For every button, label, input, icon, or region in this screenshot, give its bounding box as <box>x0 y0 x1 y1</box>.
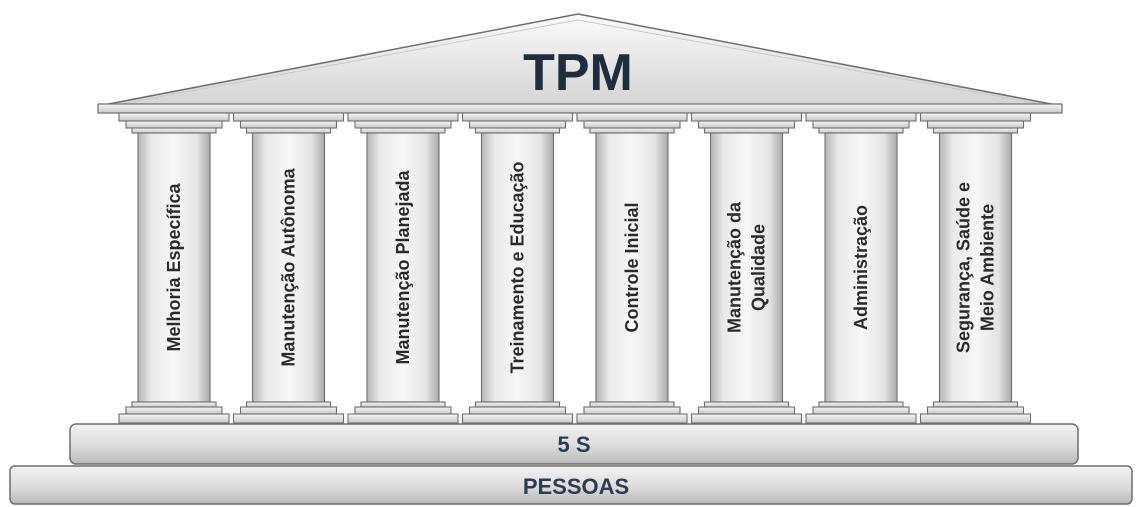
pillar-capital-neck <box>474 127 561 134</box>
pillar-label: Treinamento e Educação <box>508 161 528 373</box>
pillar-base-bottom <box>118 413 230 424</box>
pillar-capital-top <box>461 112 574 122</box>
pillar-base-mid <box>239 406 338 415</box>
pillar-shaft <box>366 132 440 403</box>
pillar-base-mid <box>812 406 910 415</box>
pillar-label-line: Treinamento e Educação <box>508 161 528 373</box>
pillar-capital-mid <box>812 120 910 129</box>
pillar-3: Manutenção Planejada <box>347 112 459 424</box>
pillar-shaft <box>137 132 211 403</box>
pillar-shaft <box>824 132 898 403</box>
pillar-base-neck <box>932 401 1019 408</box>
pillar-capital-top <box>347 112 459 122</box>
pillar-label: Manutenção Autônoma <box>279 167 299 366</box>
pillar-capital-neck <box>360 127 446 134</box>
pillar-capital-neck <box>818 127 904 134</box>
pillar-base-bottom <box>347 413 459 424</box>
pillar-base-neck <box>818 401 904 408</box>
pillar-capital-neck <box>703 127 790 134</box>
pillar-capital-mid <box>926 120 1025 129</box>
pillar-capital-mid <box>239 120 338 129</box>
pillar-label-line: Qualidade <box>749 224 769 311</box>
pillar-capital-top <box>805 112 917 122</box>
pillar-capital-mid <box>468 120 567 129</box>
pillar-base-neck <box>474 401 561 408</box>
roof-beam <box>97 103 1063 114</box>
pillar-base-bottom <box>576 413 688 424</box>
roof: TPM <box>97 13 1063 114</box>
pillar-base-mid <box>926 406 1025 415</box>
pillar-base-bottom <box>690 413 803 424</box>
step-5s <box>69 423 1079 465</box>
pillar-shaft <box>709 132 784 403</box>
pillar-shaft <box>480 132 555 403</box>
pillar-capital-top <box>232 112 345 122</box>
pillar-base-mid <box>583 406 681 415</box>
pillar-base-neck <box>589 401 675 408</box>
pillar-label-line: Segurança, Saúde e <box>954 182 974 353</box>
pillar-capital-mid <box>583 120 681 129</box>
pillar-capital-top <box>690 112 803 122</box>
step-pessoas <box>9 465 1133 505</box>
pillar-shaft <box>938 132 1013 403</box>
pillar-4: Treinamento e Educação <box>461 112 574 424</box>
pillar-label-line: Manutenção Planejada <box>393 169 413 364</box>
pillar-label: Manutenção Planejada <box>393 169 413 364</box>
pillar-base-neck <box>360 401 446 408</box>
pillar-capital-neck <box>932 127 1019 134</box>
pillar-base-bottom <box>461 413 574 424</box>
pillar-base-neck <box>131 401 217 408</box>
pillar-capital-top <box>919 112 1032 122</box>
pillar-capital-mid <box>354 120 452 129</box>
pillar-7: Administração <box>805 112 917 424</box>
pillar-base-mid <box>468 406 567 415</box>
pillars: Melhoria Específica Manutenção Autônoma Ma… <box>118 112 1032 424</box>
pillar-capital-neck <box>131 127 217 134</box>
pillar-capital-mid <box>697 120 796 129</box>
pillar-base-mid <box>354 406 452 415</box>
pillar-label-line: Meio Ambiente <box>978 204 998 331</box>
pillar-capital-neck <box>245 127 332 134</box>
pillar-capital-mid <box>125 120 223 129</box>
pillar-label-line: Administração <box>851 205 871 330</box>
pillar-label: Administração <box>851 205 871 330</box>
pillar-label-line: Manutenção Autônoma <box>279 167 299 366</box>
pillar-1: Melhoria Específica <box>118 112 230 424</box>
pillar-label-line: Melhoria Específica <box>164 182 184 351</box>
pillar-capital-top <box>118 112 230 122</box>
step-5s-label: 5 S <box>557 432 590 457</box>
pillar-2: Manutenção Autônoma <box>232 112 345 424</box>
pillar-base-mid <box>125 406 223 415</box>
pillar-base-bottom <box>919 413 1032 424</box>
pillar-base-bottom <box>805 413 917 424</box>
pillar-5: Controle Inicial <box>576 112 688 424</box>
pillar-label: Controle Inicial <box>622 202 642 332</box>
pillar-base-bottom <box>232 413 345 424</box>
foundation: 5 S PESSOAS <box>9 423 1133 505</box>
pillar-label-line: Controle Inicial <box>622 202 642 332</box>
pillar-capital-neck <box>589 127 675 134</box>
pillar-base-neck <box>245 401 332 408</box>
pillar-label: Melhoria Específica <box>164 182 184 351</box>
pillar-base-mid <box>697 406 796 415</box>
pillar-label-line: Manutenção da <box>725 201 745 333</box>
pillar-capital-top <box>576 112 688 122</box>
temple-title: TPM <box>523 44 633 102</box>
pillar-shaft <box>251 132 326 403</box>
pillar-base-neck <box>703 401 790 408</box>
step-pessoas-label: PESSOAS <box>523 474 629 499</box>
